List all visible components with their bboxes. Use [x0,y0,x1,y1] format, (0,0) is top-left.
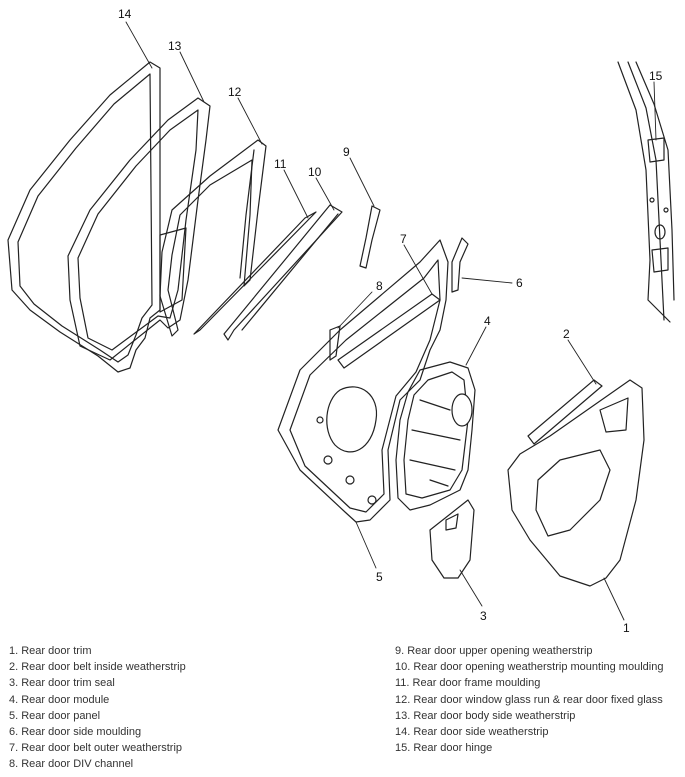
callout-12: 12 [228,85,242,99]
part-10-mounting-moulding [223,204,343,341]
callout-7: 7 [400,232,407,246]
legend-item: 11. Rear door frame moulding [395,677,541,690]
legend-item: 1. Rear door trim [9,645,92,657]
callout-8: 8 [376,279,383,293]
part-4-door-module [395,361,476,511]
callout-3: 3 [480,609,487,623]
legend-item: 3. Rear door trim seal [9,677,115,690]
legend-item: 9. Rear door upper opening weatherstrip [395,645,593,657]
legend-item: 12. Rear door window glass run & rear do… [395,693,663,706]
legend-right-column: 9. Rear door upper opening weatherstrip … [395,643,663,756]
part-11-frame-moulding [193,211,317,335]
part-13-body-side-weatherstrip [67,97,211,361]
callout-10: 10 [308,165,322,179]
legend-item: 10. Rear door opening weatherstrip mount… [395,661,664,674]
callout-9: 9 [343,145,350,159]
callout-13: 13 [168,39,182,53]
part-6-side-moulding [451,237,469,293]
callout-6: 6 [516,276,523,290]
legend-item: 7. Rear door belt outer weatherstrip [9,742,183,755]
legend-item: 15. Rear door hinge [395,742,493,755]
legend-item: 5. Rear door panel [9,709,101,722]
legend-item: 6. Rear door side moulding [9,726,142,739]
callout-11: 11 [274,157,287,171]
callout-4: 4 [484,314,491,328]
part-12-glass-run [159,139,267,337]
legend-item: 2. Rear door belt inside weatherstrip [9,661,186,674]
part-2-belt-inside-weatherstrip [527,379,603,445]
callout-1: 1 [623,621,630,635]
part-5-door-panel [277,239,449,523]
callout-14: 14 [118,7,132,21]
exploded-view-diagram: 14 13 12 11 10 9 7 8 6 4 2 15 5 3 1 [7,7,675,635]
callout-15: 15 [649,69,663,83]
legend-item: 14. Rear door side weatherstrip [395,726,549,739]
callout-2: 2 [563,327,570,341]
part-14-side-weatherstrip [7,61,161,373]
part-3-trim-seal [429,499,475,579]
part-9-upper-weatherstrip [359,205,381,269]
legend-item: 8. Rear door DIV channel [9,758,134,771]
legend-item: 13. Rear door body side weatherstrip [395,709,576,722]
legend-left-column: 1. Rear door trim 2. Rear door belt insi… [9,643,186,773]
callout-5: 5 [376,570,383,584]
legend-item: 4. Rear door module [9,693,110,706]
part-8-div-channel [329,325,341,361]
part-1-door-trim [507,379,645,587]
part-15-hinge-detail [617,61,675,323]
